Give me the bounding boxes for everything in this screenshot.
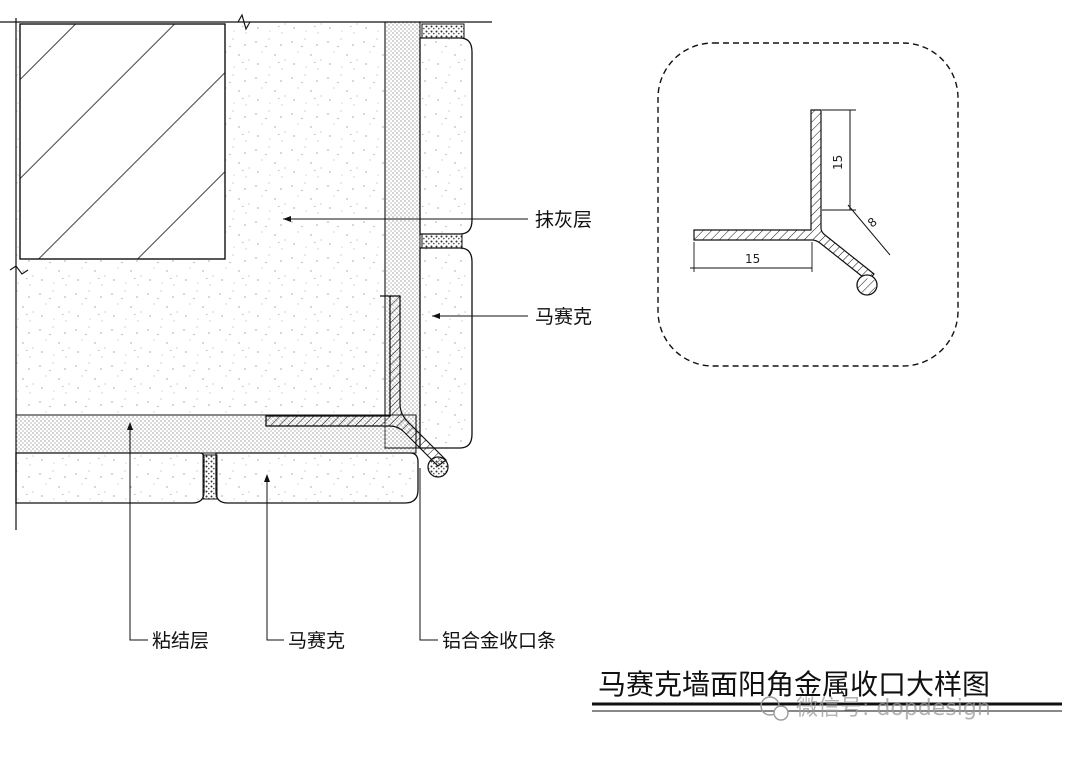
wechat-icon-bubble-2	[773, 705, 789, 721]
label-mosaic-bottom: 马赛克	[288, 630, 345, 652]
grout-joint-right	[421, 233, 463, 249]
mosaic-tile-bottom-2	[215, 452, 419, 504]
leader-mosaic-bottom-arrow	[264, 474, 270, 482]
leader-bonding-arrow	[127, 422, 133, 430]
main-section: 抹灰层 马赛克 粘结层 马赛克 铝合金收口条	[0, 13, 592, 652]
drawing-title: 马赛克墙面阳角金属收口大样图	[598, 668, 990, 701]
label-mosaic-right: 马赛克	[535, 306, 592, 328]
trim-bead	[427, 456, 449, 478]
leader-bonding	[129, 426, 148, 641]
title-block: 马赛克墙面阳角金属收口大样图 微信号: dopdesign	[592, 668, 1062, 721]
mosaic-tile-right-1	[419, 37, 473, 235]
label-plaster: 抹灰层	[535, 209, 592, 231]
mosaic-tile-right-2	[419, 247, 473, 449]
label-trim: 铝合金收口条	[442, 630, 556, 652]
dim-diagonal-line	[847, 204, 891, 256]
profile-detail: 15 8 15	[657, 42, 959, 367]
grout-joint-bottom	[202, 454, 218, 500]
structure-hatch	[20, 24, 225, 259]
dim-vertical-text: 15	[831, 155, 845, 170]
aluminum-trim-profile	[265, 295, 447, 467]
watermark-text: 微信号: dopdesign	[796, 696, 991, 721]
leader-mosaic-right-arrow	[432, 313, 440, 319]
leader-plaster-arrow	[283, 216, 291, 222]
leader-trim	[419, 468, 438, 641]
leader-mosaic-bottom	[266, 478, 284, 641]
mosaic-tile-bottom-1	[15, 452, 205, 504]
grout-joint-top	[421, 23, 465, 39]
detail-frame	[657, 42, 959, 367]
label-bonding: 粘结层	[152, 630, 209, 652]
dim-horizontal-text: 15	[745, 252, 760, 266]
detail-profile	[693, 109, 875, 282]
watermark: 微信号: dopdesign	[760, 696, 991, 721]
detail-bead-fill	[857, 278, 876, 295]
